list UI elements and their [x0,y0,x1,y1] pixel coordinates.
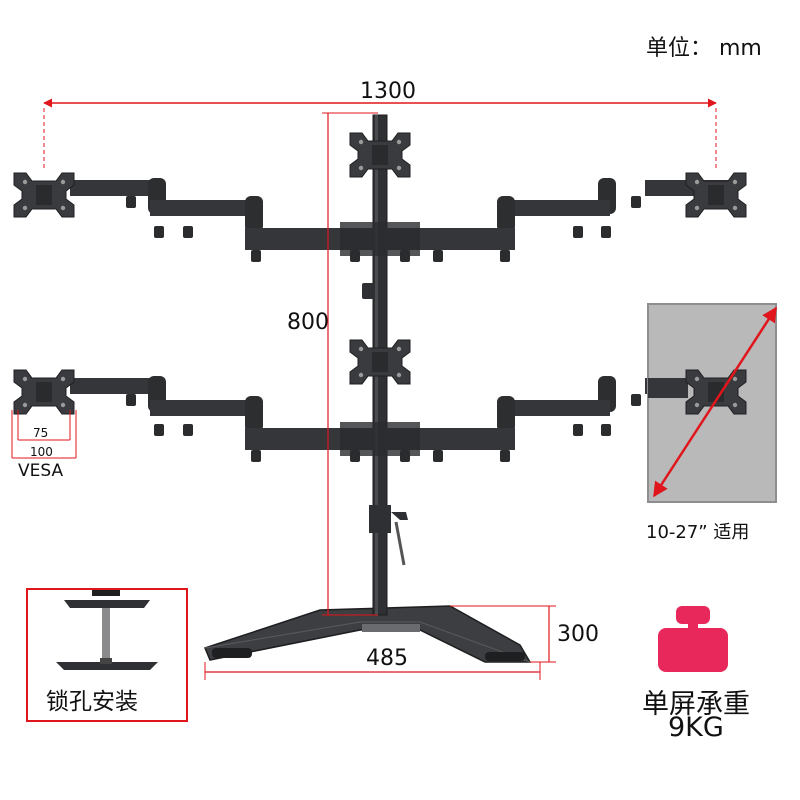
vesa-label: VESA [18,461,64,481]
load-capacity-value: 9KG [668,712,724,743]
lower-arm-row [70,376,730,462]
load-capacity-title: 单屏承重 [642,689,750,720]
screen-size-label: 10-27” 适用 [646,522,750,543]
width-dimension-label: 1300 [360,79,416,104]
lock-mount-panel: 锁孔安装 [26,588,188,722]
base-depth-label: 300 [557,622,599,647]
base-width-label: 485 [366,646,408,671]
dimension-lines [11,98,717,680]
vesa-outer-label: 100 [30,445,53,459]
base-footplate [203,605,532,663]
unit-label: 单位： mm [646,36,762,61]
screen-size-illustration [647,303,778,503]
vesa-inner-label: 75 [33,426,49,440]
lock-mount-label: 锁孔安装 [46,689,138,715]
upper-arm-row [70,178,730,262]
lock-mount-illustration [56,590,158,670]
height-dimension-label: 800 [287,310,329,335]
weight-icon [658,606,728,672]
